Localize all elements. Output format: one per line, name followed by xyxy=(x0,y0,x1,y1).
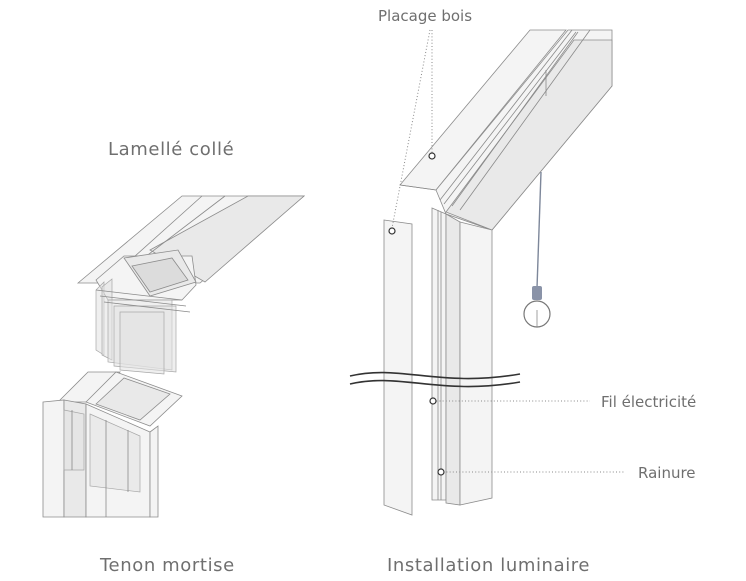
lamp-socket xyxy=(532,286,542,300)
label-rainure: Rainure xyxy=(638,464,696,482)
lamelle-colle-drawing xyxy=(76,195,306,375)
label-placage-bois: Placage bois xyxy=(378,7,472,25)
label-tenon-mortise: Tenon mortise xyxy=(99,555,235,576)
label-fil-electricite: Fil électricité xyxy=(601,393,696,411)
break-line-bottom xyxy=(349,379,521,388)
pin-placage-strip xyxy=(388,227,396,235)
tenon-mortise-drawing xyxy=(42,371,183,518)
label-lamelle-colle: Lamellé collé xyxy=(108,139,234,160)
pin-placage-top xyxy=(428,152,436,160)
pin-fil xyxy=(429,397,437,405)
installation-luminaire-drawing xyxy=(349,29,613,516)
label-installation-luminaire: Installation luminaire xyxy=(387,555,590,576)
leaders xyxy=(388,29,625,476)
pin-rainure xyxy=(437,468,445,476)
break-line-top xyxy=(349,371,521,380)
leader-placage-1 xyxy=(391,29,431,229)
pendant-wire xyxy=(536,171,542,289)
